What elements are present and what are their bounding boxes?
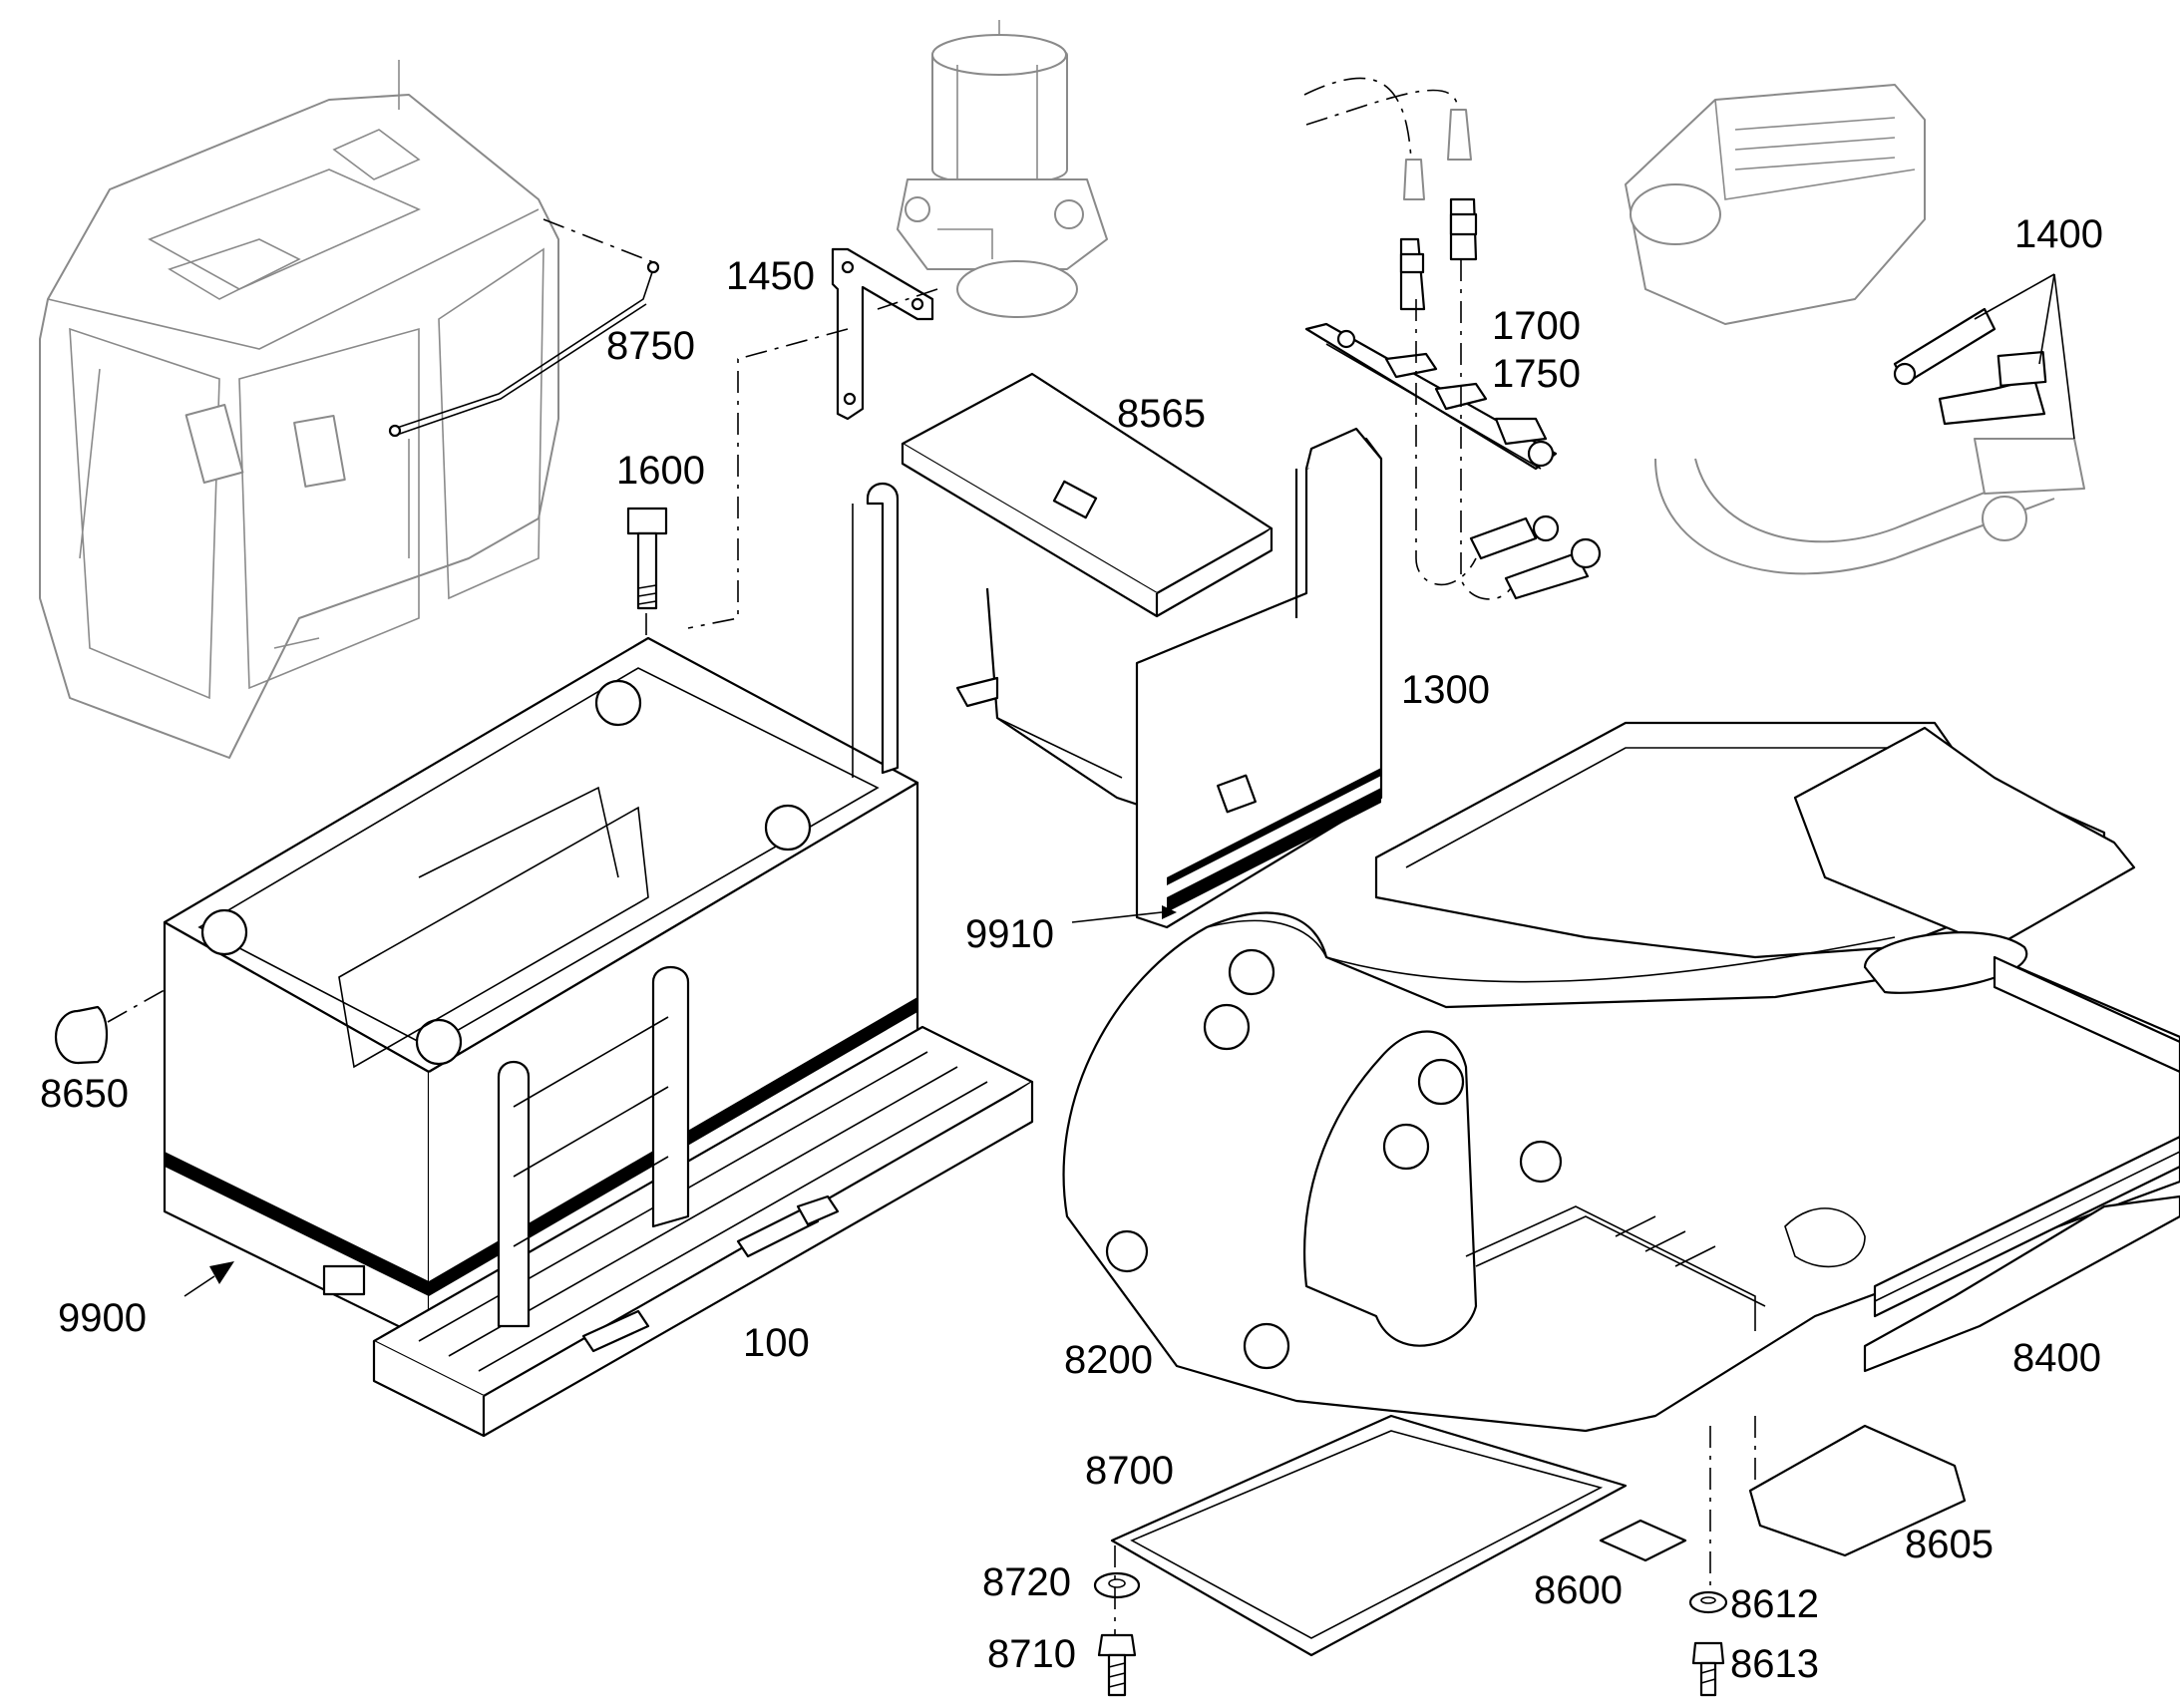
part-8750-rod: [388, 260, 660, 438]
part-8613-bolt: [1691, 1641, 1725, 1697]
grease-pump: [897, 20, 1108, 318]
label-9900: 9900: [58, 1296, 147, 1340]
hose-fittings: [1303, 77, 1602, 600]
part-8200-upper-frame: [1062, 721, 2180, 1433]
label-1750: 1750: [1492, 352, 1581, 396]
leader-line-1450: [877, 288, 938, 310]
label-1450: 1450: [726, 254, 815, 298]
label-8750: 8750: [606, 324, 695, 368]
label-8700: 8700: [1085, 1449, 1174, 1493]
leader-line-8650: [107, 986, 171, 1023]
leader-line-1400-b: [2038, 273, 2055, 365]
leader-line-1450-down: [687, 328, 849, 629]
label-8720: 8720: [982, 1560, 1071, 1604]
part-100-step-ladder: [372, 966, 1034, 1438]
label-1700: 1700: [1492, 304, 1581, 348]
part-8605-plate: [1748, 1424, 1967, 1557]
leader-line-9910: [1071, 911, 1163, 923]
label-8605: 8605: [1905, 1523, 1994, 1566]
part-1450-bracket: [831, 247, 934, 421]
part-1700-1750-distributor: [1304, 322, 1558, 471]
label-8200: 8200: [1064, 1338, 1153, 1382]
part-1300-panel: [955, 427, 1383, 929]
label-8710: 8710: [987, 1632, 1076, 1676]
label-8650: 8650: [40, 1072, 129, 1116]
leader-line-8750: [543, 218, 659, 265]
leader-line-1400-c: [2053, 273, 2075, 440]
part-8650-plug: [54, 1005, 108, 1065]
label-8613: 8613: [1730, 1642, 1819, 1686]
label-8600: 8600: [1534, 1568, 1623, 1612]
part-8600-small-plate: [1599, 1519, 1687, 1562]
arrowhead-9910: [1162, 905, 1177, 919]
leader-line-9900: [183, 1275, 215, 1297]
part-8710-bolt: [1097, 1633, 1137, 1697]
part-8720-washer: [1093, 1571, 1141, 1599]
label-8400: 8400: [2012, 1336, 2101, 1380]
operator-cab: [39, 60, 559, 759]
part-8700-bottom-plate: [1110, 1414, 1628, 1657]
leader-line-1400-a: [1974, 273, 2055, 320]
label-1400: 1400: [2014, 212, 2103, 256]
part-8612-washer: [1688, 1590, 1728, 1614]
label-8565: 8565: [1117, 392, 1206, 436]
label-1300: 1300: [1401, 668, 1490, 712]
label-8612: 8612: [1730, 1582, 1819, 1626]
part-1600-bolt: [626, 507, 668, 610]
label-1600: 1600: [616, 449, 705, 493]
arrowhead-9900: [209, 1261, 234, 1284]
part-1400-hoses: [1893, 307, 2047, 426]
label-100: 100: [743, 1321, 810, 1365]
part-8565-cover: [901, 372, 1273, 618]
part-8400-side-plate: [1863, 1195, 2180, 1373]
part-1400-cooler-unit: [1625, 84, 2085, 575]
label-9910: 9910: [965, 912, 1054, 956]
